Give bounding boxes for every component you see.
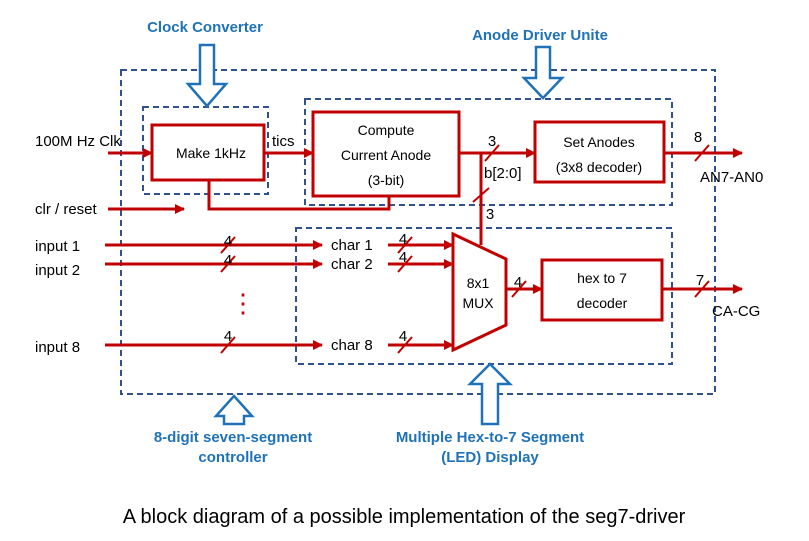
width-input2: 4 xyxy=(224,252,232,269)
hex-display-boundary xyxy=(295,227,673,365)
clock-converter-label: Clock Converter xyxy=(147,19,263,36)
width-char2: 4 xyxy=(399,249,407,266)
compute-text-line1: Compute xyxy=(358,122,415,138)
slash-compute-out xyxy=(484,144,500,162)
set-anodes-text-line2: (3x8 decoder) xyxy=(556,159,642,175)
controller-label-line1: 8-digit seven-segment xyxy=(154,429,312,446)
width-mux-out: 4 xyxy=(514,274,522,291)
anode-driver-label: Anode Driver Unite xyxy=(472,27,608,44)
clock-converter-arrow xyxy=(185,43,229,108)
hex-to-7-decoder-block xyxy=(540,258,664,322)
controller-boundary xyxy=(120,69,716,395)
hex-display-label-line2: (LED) Display xyxy=(441,449,539,466)
anode-driver-arrow xyxy=(521,45,565,100)
hex7-text-line1: hex to 7 xyxy=(577,270,627,286)
an-output-label: AN7-AN0 xyxy=(700,169,763,186)
inputs-ellipsis: ⋮ xyxy=(230,288,256,318)
mux-block xyxy=(451,231,508,353)
compute-text-line3: (3-bit) xyxy=(368,172,405,188)
b-bus-label: b[2:0] xyxy=(484,165,522,182)
hex7-text-line2: decoder xyxy=(577,295,628,311)
hex-display-arrow xyxy=(466,362,514,426)
slash-input1 xyxy=(220,236,236,254)
ca-output-label: CA-CG xyxy=(712,303,760,320)
compute-text-line2: Current Anode xyxy=(341,147,431,163)
controller-arrow xyxy=(213,394,255,426)
width-char1: 4 xyxy=(399,231,407,248)
slash-seg-out xyxy=(694,280,710,298)
compute-anode-block xyxy=(311,110,461,198)
slash-input8 xyxy=(220,336,236,354)
width-anode-out: 8 xyxy=(694,129,702,146)
width-b-down: 3 xyxy=(486,206,494,223)
input2-label: input 2 xyxy=(35,262,80,279)
width-char8: 4 xyxy=(399,328,407,345)
tics-label: tics xyxy=(272,133,295,150)
mux-text-line2: MUX xyxy=(462,295,494,311)
char1-label: char 1 xyxy=(331,237,373,254)
clr-branch-wire xyxy=(207,180,391,211)
width-seg-out: 7 xyxy=(696,272,704,289)
slash-input2 xyxy=(220,255,236,273)
mux-text-line1: 8x1 xyxy=(467,275,490,291)
bus-slashes xyxy=(220,144,710,354)
slash-char1 xyxy=(397,236,413,254)
char8-label: char 8 xyxy=(331,337,373,354)
width-compute-out: 3 xyxy=(488,133,496,150)
figure-caption: A block diagram of a possible implementa… xyxy=(123,506,686,528)
input8-label: input 8 xyxy=(35,339,80,356)
slash-char2 xyxy=(397,255,413,273)
controller-label-line2: controller xyxy=(198,449,267,466)
slash-b-down xyxy=(472,187,490,203)
slash-mux-out xyxy=(511,280,527,298)
set-anodes-block xyxy=(533,120,666,184)
hex-display-label-line1: Multiple Hex-to-7 Segment xyxy=(396,429,584,446)
make-1khz-text: Make 1kHz xyxy=(176,145,246,161)
set-anodes-text-line1: Set Anodes xyxy=(563,134,635,150)
slash-char8 xyxy=(397,336,413,354)
clr-label: clr / reset xyxy=(35,201,98,218)
clk-label: 100M Hz Clk xyxy=(35,133,121,150)
width-input8: 4 xyxy=(224,328,232,345)
input1-label: input 1 xyxy=(35,238,80,255)
make-1khz-block xyxy=(150,123,266,182)
char2-label: char 2 xyxy=(331,256,373,273)
width-input1: 4 xyxy=(224,233,232,250)
slash-anode-out xyxy=(694,144,710,162)
